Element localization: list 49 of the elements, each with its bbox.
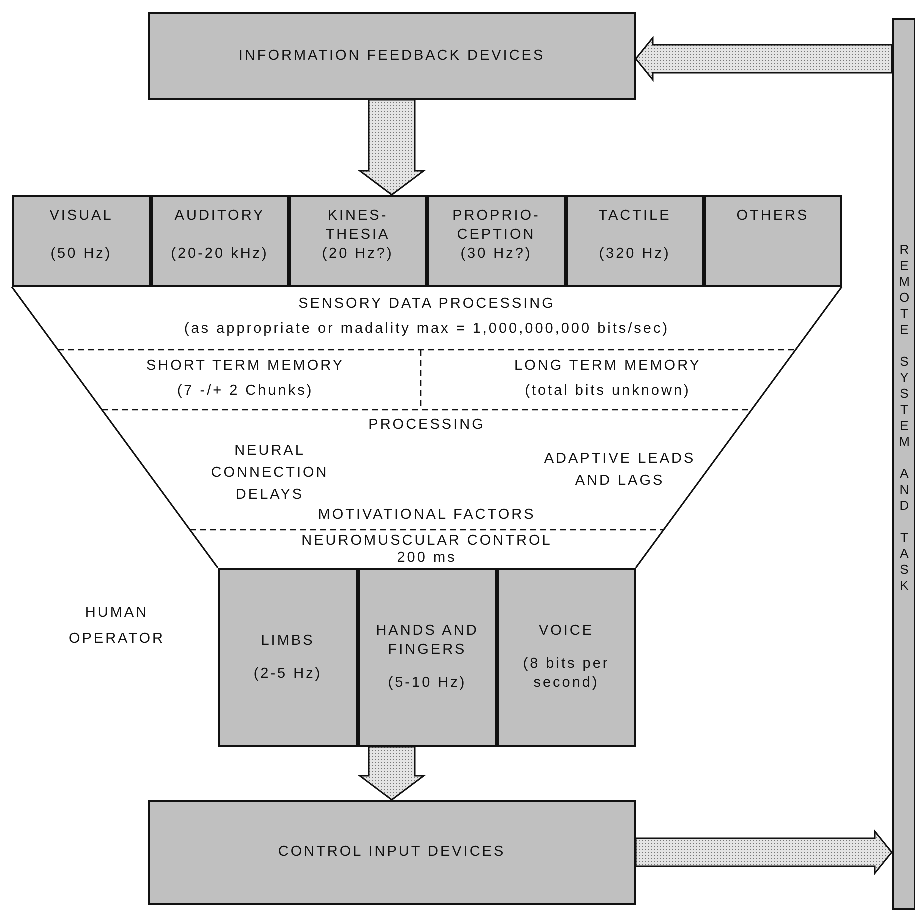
sensor-box bbox=[566, 195, 704, 287]
block-arrow bbox=[635, 829, 893, 876]
sensor-box bbox=[704, 195, 842, 287]
frequency-label: (8 bits per second) bbox=[522, 655, 611, 693]
effector-box bbox=[497, 568, 636, 747]
frequency-label: (20 Hz?) bbox=[322, 245, 394, 264]
effector-name: LIMBS bbox=[261, 632, 315, 650]
sense-name: PROPRIO- CEPTION bbox=[452, 207, 542, 245]
block-arrow bbox=[358, 746, 426, 801]
sense-name: KINES- THESIA bbox=[324, 207, 392, 245]
effector-box bbox=[358, 568, 497, 747]
device-box bbox=[148, 12, 636, 100]
frequency-label: (20-20 kHz) bbox=[171, 245, 269, 264]
block-arrow bbox=[635, 36, 893, 82]
section-title: SHORT TERM MEMORY bbox=[146, 357, 345, 376]
vertical-label: REMOTE SYSTEM AND TASK bbox=[896, 242, 912, 594]
block-arrow bbox=[358, 99, 426, 196]
section-note: (7 -/+ 2 Chunks) bbox=[177, 382, 314, 401]
factor-label: MOTIVATIONAL FACTORS bbox=[317, 506, 537, 525]
section-note: (total bits unknown) bbox=[525, 382, 691, 401]
frequency-label: (5-10 Hz) bbox=[388, 674, 467, 693]
system-bar bbox=[892, 18, 915, 910]
factor-label: NEURAL CONNECTION DELAYS bbox=[210, 442, 330, 505]
section-title: SENSORY DATA PROCESSING bbox=[298, 295, 556, 314]
sensor-box bbox=[151, 195, 289, 287]
sense-name: OTHERS bbox=[736, 207, 810, 226]
sensor-box bbox=[427, 195, 566, 287]
box-label: CONTROL INPUT DEVICES bbox=[278, 843, 506, 862]
sense-name: AUDITORY bbox=[174, 207, 266, 226]
sense-name: VISUAL bbox=[48, 207, 114, 226]
sensor-box bbox=[12, 195, 151, 287]
section-title: LONG TERM MEMORY bbox=[514, 357, 702, 376]
effector-name: VOICE bbox=[538, 622, 594, 641]
section-title: NEUROMUSCULAR CONTROL bbox=[302, 533, 552, 549]
section-note: 200 ms bbox=[397, 550, 457, 566]
frequency-label: (50 Hz) bbox=[50, 245, 112, 264]
sensor-box bbox=[289, 195, 427, 287]
frequency-label: (2-5 Hz) bbox=[254, 664, 322, 684]
frequency-label: (30 Hz?) bbox=[460, 245, 532, 264]
factor-label: ADAPTIVE LEADS AND LAGS bbox=[543, 450, 697, 491]
box-label: INFORMATION FEEDBACK DEVICES bbox=[238, 46, 546, 66]
frequency-label: (320 Hz) bbox=[599, 245, 671, 264]
section-title: PROCESSING bbox=[368, 416, 486, 435]
section-note: (as appropriate or madality max = 1,000,000,000 bits/sec) bbox=[184, 320, 670, 339]
sense-name: TACTILE bbox=[598, 207, 672, 226]
device-box bbox=[148, 800, 636, 905]
effector-name: HANDS AND FINGERS bbox=[375, 622, 480, 660]
group-label: HUMAN OPERATOR bbox=[68, 604, 166, 649]
effector-box bbox=[218, 568, 358, 747]
